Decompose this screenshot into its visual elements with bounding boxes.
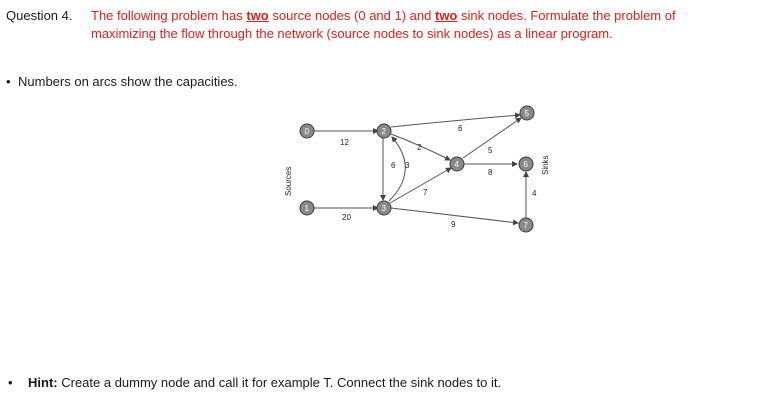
- node-2-label: 2: [382, 127, 387, 136]
- node-2: 2: [376, 123, 392, 139]
- node-7: 7: [518, 217, 534, 233]
- node-4-label: 4: [455, 160, 460, 169]
- edge-3-2: [388, 136, 406, 202]
- node-0-label: 0: [305, 127, 310, 136]
- emphasis-two-sources: two: [246, 8, 269, 23]
- question-text-pre: The following problem has: [91, 8, 247, 23]
- capacity-note-text: Numbers on arcs show the capacities.: [18, 74, 238, 89]
- question-text-line1: The following problem has two source nod…: [91, 8, 676, 23]
- question-text-line2: maximizing the flow through the network …: [91, 26, 613, 41]
- cap-7-6: 4: [532, 189, 537, 198]
- edge-3-7: [390, 207, 519, 226]
- sinks-label: Sinks: [541, 155, 550, 175]
- capacity-note: • Numbers on arcs show the capacities.: [6, 74, 238, 89]
- hint-body: Create a dummy node and call it for exam…: [57, 375, 502, 390]
- question-text-mid: source nodes (0 and 1) and: [268, 8, 435, 23]
- bullet-mark: •: [6, 74, 11, 89]
- node-5-label: 5: [525, 109, 530, 118]
- cap-4-5: 5: [488, 146, 493, 155]
- edge-3-4: [389, 167, 452, 204]
- node-4: 4: [449, 156, 465, 172]
- edge-2-5: [390, 112, 521, 128]
- cap-2-3: 6: [391, 161, 396, 170]
- cap-0-2: 12: [340, 138, 349, 147]
- emphasis-two-sinks: two: [434, 8, 458, 23]
- cap-3-7: 9: [451, 220, 456, 229]
- sources-label: Sources: [284, 167, 293, 196]
- node-3: 3: [376, 200, 392, 216]
- node-5: 5: [519, 105, 535, 121]
- node-7-label: 7: [524, 221, 529, 230]
- node-0: 0: [299, 123, 315, 139]
- node-6: 6: [518, 156, 534, 172]
- hint-text: Hint: Create a dummy node and call it fo…: [28, 375, 501, 390]
- cap-2-5: 6: [458, 124, 463, 133]
- cap-2-4: 2: [417, 143, 422, 152]
- cap-3-4: 7: [423, 188, 428, 197]
- question-text-post: sink nodes. Formulate the problem of: [457, 8, 676, 23]
- hint-label: Hint:: [28, 375, 58, 390]
- node-1: 1: [299, 200, 315, 216]
- node-6-label: 6: [524, 160, 529, 169]
- node-3-label: 3: [382, 204, 387, 213]
- cap-4-6: 8: [488, 168, 493, 177]
- cap-1-3: 20: [342, 213, 351, 222]
- cap-3-2: 3: [405, 161, 410, 170]
- hint-bullet-mark: •: [8, 375, 13, 390]
- edge-4-5: [462, 117, 522, 159]
- edge-2-4: [390, 133, 451, 161]
- question-number: Question 4.: [6, 8, 73, 23]
- node-1-label: 1: [305, 204, 310, 213]
